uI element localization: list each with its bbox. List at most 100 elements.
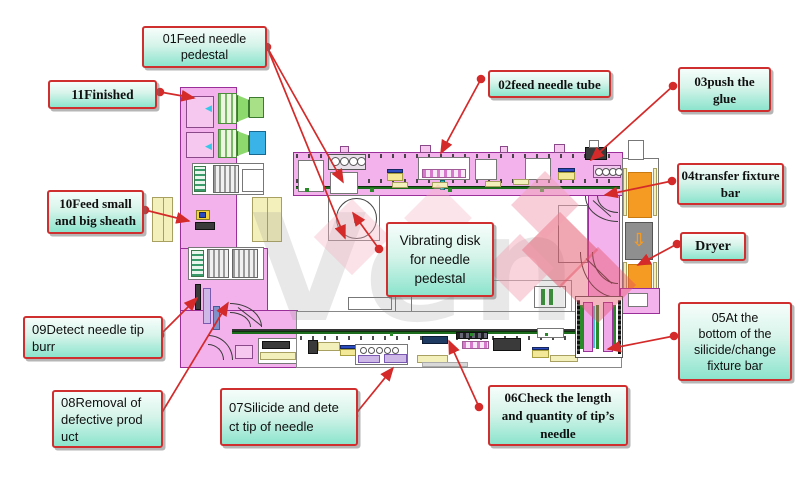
tray-chute <box>237 95 249 122</box>
callout-07-silicide-detect-tip: 07Silicide and dete ct tip of needle <box>220 388 358 446</box>
machine-detail <box>354 215 358 223</box>
machine-detail <box>199 212 206 218</box>
machine-detail <box>589 140 599 148</box>
machine-detail <box>513 179 529 185</box>
callout-line: and quantity of tip’s <box>501 407 615 423</box>
machine-detail <box>545 333 548 336</box>
machine-detail <box>628 293 648 307</box>
machine-detail <box>360 347 367 354</box>
machine-detail <box>493 338 521 351</box>
machine-detail <box>387 169 403 173</box>
machine-detail <box>305 188 309 192</box>
machine-detail <box>186 132 214 158</box>
callout-11-finished: 11Finished <box>48 80 157 109</box>
fixture-slab <box>603 302 613 352</box>
callout-line: and big sheath <box>55 213 136 228</box>
conveyor-line <box>296 186 620 189</box>
glue-station <box>585 147 607 160</box>
machine-detail <box>340 349 356 356</box>
machine-detail <box>260 352 296 360</box>
tray-module <box>218 93 237 124</box>
machine-detail <box>558 172 575 180</box>
callout-01-feed-needle-pedestal: 01Feed needle pedestal <box>142 26 267 68</box>
callout-line: 05At the <box>711 310 759 325</box>
machine-detail <box>623 168 627 216</box>
callout-line: 07Silicide and dete <box>229 400 339 415</box>
callout-line: glue <box>712 90 737 106</box>
machine-detail <box>549 289 553 305</box>
callout-03-push-the-glue: 03push the glue <box>678 67 771 112</box>
machine-detail <box>580 305 583 349</box>
left-arrow-icon: ◀ <box>205 142 212 152</box>
fixture-slab <box>583 302 593 352</box>
conveyor-line <box>232 331 620 334</box>
machine-detail <box>207 249 229 278</box>
callout-line: 02feed needle tube <box>498 76 601 92</box>
machine-detail <box>470 333 473 336</box>
machine-detail <box>348 297 392 310</box>
machine-detail <box>532 350 549 358</box>
left-arrow-icon: ◀ <box>205 104 212 114</box>
station-module <box>475 159 497 180</box>
machine-detail <box>618 300 621 354</box>
callout-06-check-length-quantity: 06Check the length and quantity of tip’s… <box>488 385 628 446</box>
machine-detail <box>191 250 204 277</box>
machine-detail <box>232 249 258 278</box>
machine-detail <box>213 306 220 330</box>
callout-line: uct <box>61 428 79 444</box>
callout-02-feed-needle-tube: 02feed needle tube <box>488 70 611 98</box>
machine-detail <box>532 347 549 350</box>
machine-detail <box>432 182 448 188</box>
tray-bin-blue <box>249 131 266 155</box>
machine-detail <box>358 355 380 363</box>
machine-detail <box>235 345 253 359</box>
callout-line: for needle <box>409 252 471 267</box>
callout-line: pedestal <box>414 271 466 286</box>
machine-detail <box>541 289 545 305</box>
dryer-panel-bottom <box>628 264 652 290</box>
machine-detail <box>392 347 399 354</box>
machine-detail <box>390 333 393 336</box>
detail-strip <box>296 154 620 158</box>
callout-line: silicide/change <box>694 342 776 357</box>
machine-detail <box>195 222 215 230</box>
dryer-panel-top <box>628 172 652 218</box>
callout-line: 08Removal of <box>61 394 142 410</box>
down-arrow-icon: ⇩ <box>631 230 647 251</box>
machine-detail <box>420 145 431 153</box>
station-module <box>525 158 551 180</box>
machine-detail <box>376 347 383 354</box>
callout-vibrating-disk: Vibrating disk for needle pedestal <box>386 222 494 297</box>
machine-detail <box>653 168 657 216</box>
machine-detail <box>540 188 544 192</box>
machine-detail <box>550 355 578 362</box>
side-panel <box>252 197 282 242</box>
callout-line: 11Finished <box>71 87 134 102</box>
callout-line: Vibrating disk <box>399 233 481 248</box>
tray-bin-green <box>249 97 264 118</box>
machine-detail <box>628 140 644 160</box>
machine-detail <box>485 181 501 187</box>
callout-line: 10Feed small <box>59 196 132 211</box>
machine-detail <box>357 157 366 166</box>
tray-module <box>218 129 237 158</box>
machine-detail <box>422 362 468 367</box>
callout-05-bottom-of-silicide: 05At the bottom of the silicide/change f… <box>678 302 792 381</box>
machine-detail <box>340 157 349 166</box>
callout-line: 09Detect needle tip <box>32 321 145 337</box>
machine-detail <box>596 305 599 349</box>
machine-detail <box>194 166 206 192</box>
machine-detail <box>448 188 452 192</box>
callout-line: 06Check the length <box>504 389 612 405</box>
callout-line: fixture bar <box>707 358 763 373</box>
machine-detail <box>422 169 466 178</box>
callout-08-removal-defective: 08Removal of defective prod uct <box>52 390 163 448</box>
callout-line: ct tip of needle <box>229 419 314 434</box>
machine-detail <box>308 340 318 354</box>
machine-detail <box>232 329 620 331</box>
machine-detail <box>537 328 564 338</box>
machine-detail <box>340 146 349 153</box>
callout-10-feed-small-big-sheath: 10Feed small and big sheath <box>47 190 144 234</box>
machine-detail <box>318 342 340 351</box>
detail-strip <box>296 179 620 183</box>
